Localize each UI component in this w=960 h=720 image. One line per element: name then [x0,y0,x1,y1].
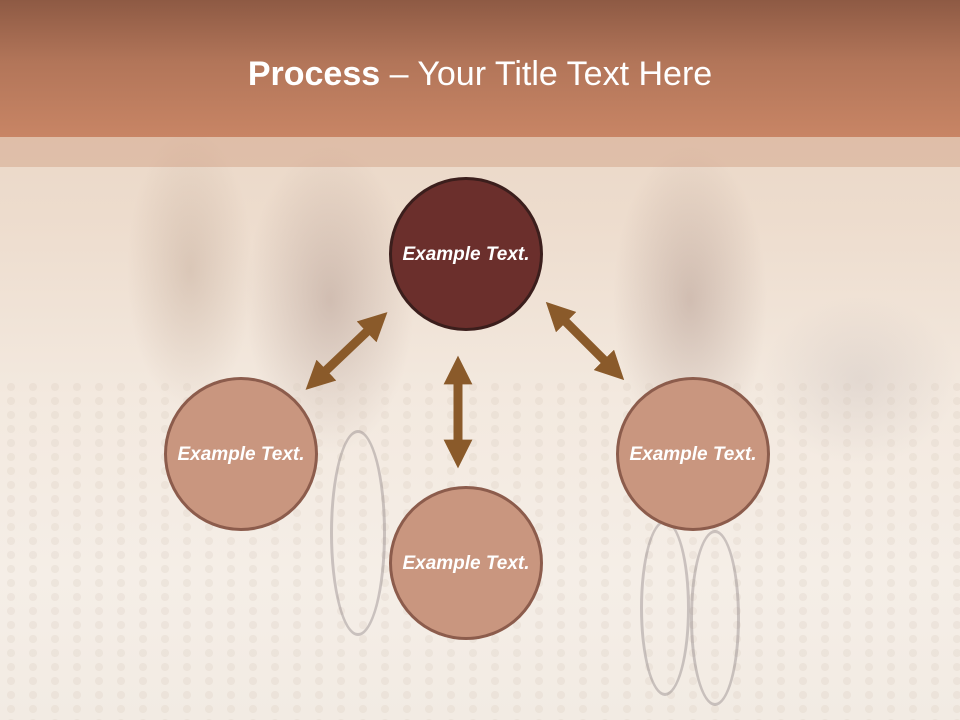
process-node-right: Example Text. [616,377,770,531]
bike-wheel-decor [330,430,386,636]
process-node-left: Example Text. [164,377,318,531]
title-banner [0,0,960,137]
title-banner-strip [0,137,960,167]
bike-wheel-decor [690,530,740,706]
process-node-bottom: Example Text. [389,486,543,640]
arrow-top-right [545,301,625,381]
arrow-top-left [305,312,388,390]
slide-title-bold: Process [247,55,381,93]
process-node-left-label: Example Text. [177,443,305,465]
slide-title: Process – Your Title Text Here [0,52,960,96]
process-node-top-label: Example Text. [402,243,530,265]
process-node-top: Example Text. [389,177,543,331]
process-node-right-label: Example Text. [629,443,757,465]
process-node-bottom-label: Example Text. [402,552,530,574]
slide-title-rest: – Your Title Text Here [380,55,713,93]
